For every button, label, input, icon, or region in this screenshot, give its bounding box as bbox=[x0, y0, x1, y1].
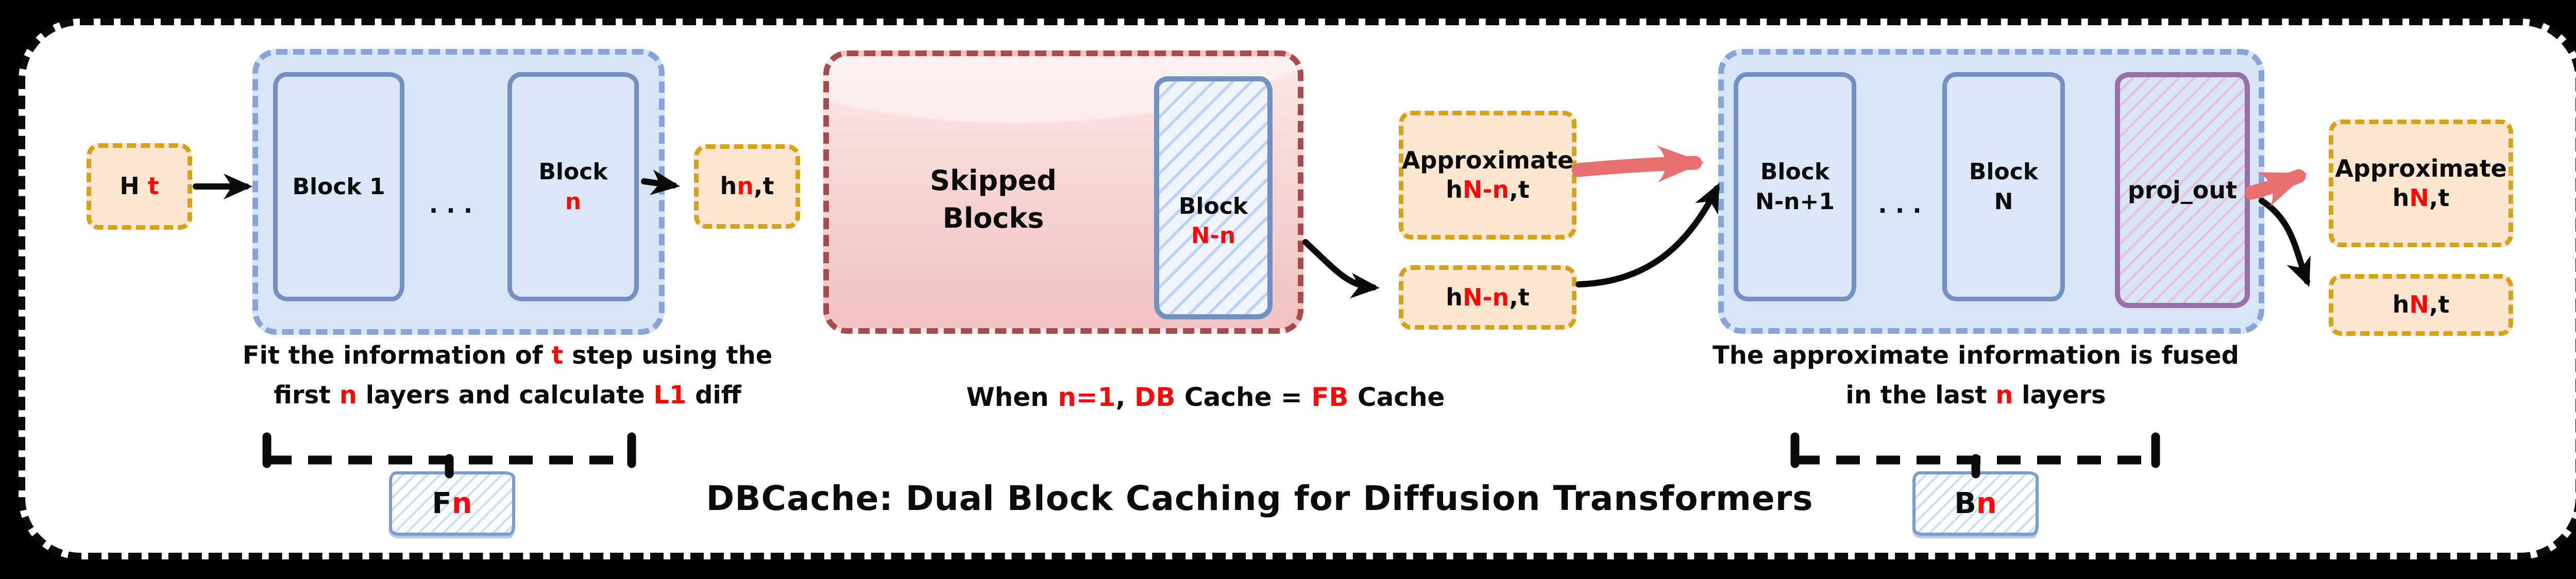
cap2-p1: When bbox=[966, 382, 1058, 412]
hidden-state-hn-box: hn,t bbox=[694, 144, 800, 229]
hn-final-t: ,t bbox=[2429, 291, 2450, 319]
hnn-label: hN-n,t bbox=[1446, 283, 1530, 313]
cap2-fb: FB bbox=[1311, 382, 1349, 412]
cap1-p4: layers and calculate bbox=[357, 381, 654, 410]
cap1-l1: L1 bbox=[653, 381, 687, 410]
input-token-label: H t bbox=[120, 172, 159, 201]
approx-hnn-h: h bbox=[1446, 176, 1463, 203]
block-capn: Block N bbox=[1942, 72, 2065, 301]
input-label-t: t bbox=[147, 172, 159, 200]
approximate-hnn-box: Approximate hN-n,t bbox=[1399, 111, 1577, 240]
hn-final-h: h bbox=[2392, 291, 2410, 319]
caption-first-blocks-line2: first n layers and calculate L1 diff bbox=[180, 376, 835, 415]
block-nn1-label-line2: N-n+1 bbox=[1755, 188, 1835, 215]
skipped-block-nn: Block N-n bbox=[1154, 76, 1273, 319]
skipped-blocks-label-line1: Skipped bbox=[930, 164, 1057, 197]
cap1-p1: Fit the information of bbox=[242, 341, 552, 370]
cap1-p3: first bbox=[274, 381, 340, 410]
caption-first-blocks-line1: Fit the information of t step using the bbox=[180, 336, 835, 376]
caption-last-blocks-line1: The approximate information is fused bbox=[1712, 341, 2240, 370]
hn-label-h: h bbox=[720, 172, 737, 200]
block-n: Block n bbox=[507, 72, 639, 301]
cap3-p2: in the last bbox=[1845, 381, 1996, 410]
hn-final-n: N bbox=[2409, 291, 2429, 319]
hnn-h: h bbox=[1446, 283, 1463, 311]
skipped-blocks-label-line2: Blocks bbox=[942, 202, 1044, 234]
skipped-block-nn-label-line1: Block bbox=[1178, 193, 1248, 219]
bn-label-n: n bbox=[1976, 487, 1997, 520]
cap1-p2: step using the bbox=[563, 341, 773, 370]
approx-hn-n: N bbox=[2409, 184, 2429, 212]
caption-last-blocks: The approximate information is fused in … bbox=[1685, 336, 2267, 415]
caption-first-blocks: Fit the information of t step using the … bbox=[180, 336, 835, 415]
hn-label-t: ,t bbox=[754, 172, 774, 200]
proj-out-label: proj_out bbox=[2127, 176, 2238, 204]
bn-cache-box: Bn bbox=[1912, 471, 2039, 536]
bn-cache-label: Bn bbox=[1954, 487, 1997, 520]
input-label-h: H bbox=[120, 172, 148, 200]
bn-label-b: B bbox=[1954, 487, 1976, 520]
ellipsis-right: ... bbox=[1878, 191, 1930, 218]
fn-label-f: F bbox=[432, 487, 452, 520]
cap1-p5: diff bbox=[686, 381, 741, 410]
proj-out-block: proj_out bbox=[2115, 72, 2250, 308]
approx-hnn-line1: Approximate bbox=[1401, 146, 1574, 174]
approx-hn-line1: Approximate bbox=[2335, 154, 2507, 182]
ellipsis-left: ... bbox=[429, 191, 481, 218]
hnn-nn: N-n bbox=[1462, 283, 1510, 311]
approx-hn-line2: hN,t bbox=[2393, 183, 2450, 213]
hidden-state-hnn-box: hN-n,t bbox=[1399, 265, 1577, 330]
cap2-p4: Cache bbox=[1348, 382, 1445, 412]
hn-label-n: n bbox=[737, 172, 754, 200]
cap2-p2: , bbox=[1115, 382, 1134, 412]
approx-hnn-t: ,t bbox=[1509, 176, 1530, 203]
input-token-box: H t bbox=[87, 143, 192, 230]
block-capn-label-line2: N bbox=[1994, 188, 2013, 215]
cap3-n: n bbox=[1995, 381, 2013, 410]
approx-hn-t: ,t bbox=[2429, 184, 2450, 212]
fn-cache-box: Fn bbox=[389, 471, 515, 536]
hnn-t: ,t bbox=[1509, 283, 1530, 311]
block-nn1-label-line1: Block bbox=[1760, 159, 1830, 185]
caption-last-blocks-line2: in the last n layers bbox=[1685, 376, 2267, 415]
cap1-n: n bbox=[339, 381, 357, 410]
block-capn-label-line1: Block bbox=[1969, 159, 2039, 185]
approx-hnn-line2: hN-n,t bbox=[1446, 175, 1530, 205]
cap1-t: t bbox=[551, 341, 564, 370]
main-title: DBCache: Dual Block Caching for Diffusio… bbox=[706, 479, 1814, 518]
cap2-db: DB bbox=[1134, 382, 1176, 412]
approximate-hn-box: Approximate hN,t bbox=[2329, 120, 2513, 247]
block-nn1: Block N-n+1 bbox=[1734, 72, 1856, 301]
hn-final-label: hN,t bbox=[2393, 290, 2450, 320]
cap3-p3: layers bbox=[2013, 381, 2106, 410]
cap2-p3: Cache = bbox=[1175, 382, 1312, 412]
hidden-state-hn-label: hn,t bbox=[720, 172, 774, 201]
block-1-label: Block 1 bbox=[292, 173, 385, 200]
approx-hnn-nn: N-n bbox=[1462, 176, 1510, 203]
hidden-state-hn-final-box: hN,t bbox=[2329, 274, 2513, 336]
skipped-block-nn-label-line2: N-n bbox=[1191, 223, 1236, 249]
skipped-blocks-label: Skipped Blocks bbox=[823, 66, 1163, 334]
fn-label-n: n bbox=[451, 487, 472, 520]
caption-fbcache-equivalence: When n=1, DB Cache = FB Cache bbox=[896, 378, 1515, 417]
block-n-label-line2: n bbox=[565, 188, 582, 215]
approx-hn-h: h bbox=[2392, 184, 2410, 212]
fn-cache-label: Fn bbox=[432, 487, 472, 520]
cap2-n1: n=1 bbox=[1058, 382, 1116, 412]
block-1: Block 1 bbox=[273, 72, 404, 301]
block-n-label-line1: Block bbox=[538, 159, 608, 185]
